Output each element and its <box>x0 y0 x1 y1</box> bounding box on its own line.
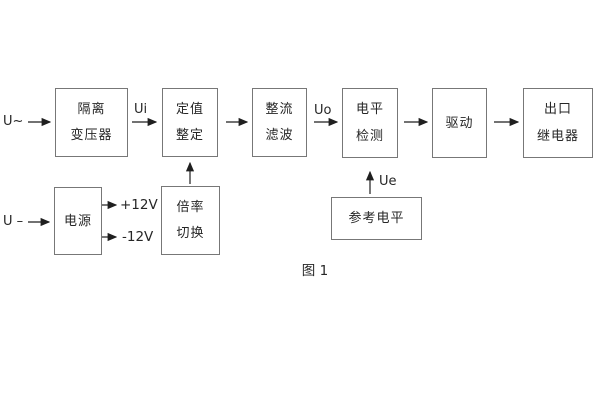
block-label: 隔离 <box>77 101 106 117</box>
block-reference-level: 参考电平 <box>331 197 422 240</box>
block-output-relay: 出口 继电器 <box>523 88 593 158</box>
block-label: 电源 <box>63 213 92 229</box>
block-label: 继电器 <box>536 129 579 144</box>
block-label: 电平 <box>355 102 384 117</box>
block-label: 定值 <box>175 101 204 117</box>
label-uo: Uo <box>314 103 332 118</box>
label-plus12v: +12V <box>120 197 158 213</box>
label-u-dc: U – <box>3 214 24 229</box>
label-minus12v: -12V <box>122 229 154 245</box>
block-label: 整流 <box>265 101 294 117</box>
label-ue: Ue <box>379 174 397 189</box>
block-drive: 驱动 <box>432 88 487 158</box>
block-label: 参考电平 <box>348 211 405 226</box>
block-label: 驱动 <box>445 115 474 131</box>
block-level-detection: 电平 检测 <box>342 88 398 158</box>
block-label: 倍率 <box>176 199 205 215</box>
block-power-supply: 电源 <box>54 187 102 255</box>
label-u-ac: U~ <box>3 114 24 129</box>
block-setting-adjustment: 定值 整定 <box>162 88 218 157</box>
block-label: 检测 <box>355 129 384 144</box>
block-isolation-transformer: 隔离 变压器 <box>55 88 128 157</box>
block-multiplier-switch: 倍率 切换 <box>161 186 220 255</box>
figure-caption: 图 1 <box>301 263 329 279</box>
block-label: 整定 <box>175 128 204 144</box>
block-rectifier-filter: 整流 滤波 <box>252 88 307 157</box>
block-label: 切换 <box>176 226 205 242</box>
block-label: 滤波 <box>265 128 294 144</box>
label-ui: Ui <box>134 102 148 117</box>
block-label: 变压器 <box>70 128 113 144</box>
block-label: 出口 <box>543 102 572 117</box>
